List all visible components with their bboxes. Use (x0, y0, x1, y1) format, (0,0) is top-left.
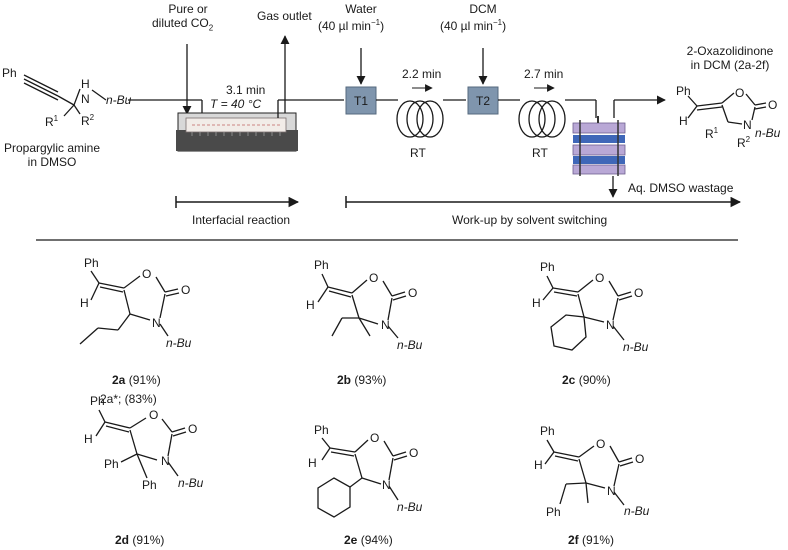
product-o-carbonyl-label: O (768, 98, 778, 112)
2d-o-ring-label: O (149, 408, 159, 422)
2a-o-ring-label: O (142, 267, 152, 281)
membrane-separator (572, 116, 626, 176)
reactor-temp-label: T = 40 °C (210, 97, 262, 111)
structure-2d (95, 409, 187, 479)
t1-label: T1 (353, 94, 368, 108)
reactant-n-label: N (81, 92, 90, 106)
dcm-label: DCM (469, 2, 497, 16)
2e-o-carbonyl-label: O (409, 446, 419, 460)
structure-2c (542, 275, 633, 351)
water-label: Water (345, 2, 377, 16)
product-r2-label: R2 (737, 135, 751, 150)
2b-o-carbonyl-label: O (408, 286, 418, 300)
2d-o-carbonyl-label: O (188, 422, 198, 436)
2c-h-label: H (532, 296, 541, 310)
caption-2f: 2f (91%) (568, 533, 615, 547)
2a-h-label: H (80, 296, 89, 310)
reactant-r1-label: R1 (45, 114, 59, 129)
caption-2d: 2d (91%) (115, 533, 165, 547)
2f-o-carbonyl-label: O (635, 452, 645, 466)
caption-2e: 2e (94%) (344, 533, 393, 547)
2d-ph-bottom-label: Ph (142, 478, 157, 492)
2a-ph-label: Ph (84, 256, 99, 270)
2c-n-label: N (606, 318, 615, 332)
structure-2a (79, 270, 180, 345)
membrane-reactor (176, 112, 298, 152)
product-n-label: N (743, 118, 752, 132)
t2-box (467, 86, 499, 115)
stage-workup-label: Work-up by solvent switching (452, 213, 608, 227)
t2-label: T2 (475, 94, 490, 108)
water-rate-label: (40 µl min−1) (318, 18, 385, 33)
2d-ph-top-label: Ph (90, 394, 105, 408)
reactant-r2-label: R2 (81, 113, 95, 128)
co2-label-2: diluted CO2 (152, 16, 214, 33)
reactant-name: Propargylic amine (3, 141, 101, 155)
reactant-structure (23, 74, 107, 117)
2f-nbu-label: n-Bu (624, 504, 650, 518)
2b-n-label: N (381, 318, 390, 332)
product-structure (687, 92, 767, 125)
product-name: 2-Oxazolidinone (686, 44, 774, 58)
2e-o-ring-label: O (370, 431, 380, 445)
2c-nbu-label: n-Bu (623, 340, 649, 354)
2d-nbu-label: n-Bu (178, 476, 204, 490)
2a-n-label: N (152, 316, 161, 330)
caption-2a-extra: 2a*; (83%) (100, 392, 157, 406)
2e-n-label: N (382, 478, 391, 492)
2e-nbu-label: n-Bu (397, 500, 423, 514)
reactant-solvent: in DMSO (27, 155, 77, 169)
coil2-time-label: 2.7 min (524, 67, 564, 81)
product-h-label: H (679, 114, 688, 128)
2f-h-label: H (534, 458, 543, 472)
stage-bar-interfacial (175, 196, 300, 208)
2d-ph-left-label: Ph (104, 457, 119, 471)
2f-n-label: N (607, 484, 616, 498)
2b-o-ring-label: O (369, 271, 379, 285)
2b-h-label: H (306, 298, 315, 312)
2a-o-carbonyl-label: O (181, 283, 191, 297)
2d-h-label: H (84, 432, 93, 446)
coil1-time-label: 2.2 min (402, 67, 442, 81)
wastage-label: Aq. DMSO wastage (628, 181, 734, 195)
caption-2c: 2c (90%) (562, 373, 611, 387)
reactor-time-label: 3.1 min (226, 83, 266, 97)
gas-outlet-label: Gas outlet (257, 9, 312, 23)
2b-ph-label: Ph (314, 258, 329, 272)
caption-2b: 2b (93%) (337, 373, 387, 387)
stage-interfacial-label: Interfacial reaction (192, 213, 291, 227)
structure-2e (317, 437, 408, 518)
2f-ph-benzyl-label: Ph (546, 505, 561, 519)
product-ph-label: Ph (676, 84, 691, 98)
reactant-ph-label: Ph (2, 66, 17, 80)
2f-ph-top-label: Ph (540, 424, 555, 438)
structure-2b (317, 273, 407, 339)
2c-ph-label: Ph (540, 260, 555, 274)
2d-n-label: N (161, 454, 170, 468)
coil2-rt-label: RT (532, 146, 548, 160)
2b-nbu-label: n-Bu (397, 338, 423, 352)
2f-o-ring-label: O (596, 437, 606, 451)
product-o-ring-label: O (735, 86, 745, 100)
coil1-rt-label: RT (410, 146, 426, 160)
t1-box (345, 86, 377, 115)
product-r1-label: R1 (705, 126, 719, 141)
coil-2 (518, 100, 566, 138)
structure-2f (544, 439, 634, 506)
reactant-nbu-label: n-Bu (106, 93, 132, 107)
product-solvent: in DCM (2a-2f) (690, 58, 770, 72)
coil-1 (396, 100, 444, 138)
stage-bar-workup (345, 196, 742, 208)
product-nbu-label: n-Bu (755, 126, 781, 140)
2c-o-ring-label: O (595, 271, 605, 285)
co2-label-1: Pure or (168, 2, 208, 16)
2e-h-label: H (308, 456, 317, 470)
2a-nbu-label: n-Bu (166, 336, 192, 350)
2e-ph-label: Ph (314, 423, 329, 437)
dcm-rate-label: (40 µl min−1) (440, 18, 507, 33)
2c-o-carbonyl-label: O (634, 286, 644, 300)
reactant-nh-label: H (81, 77, 90, 91)
caption-2a: 2a (91%) (112, 373, 161, 387)
